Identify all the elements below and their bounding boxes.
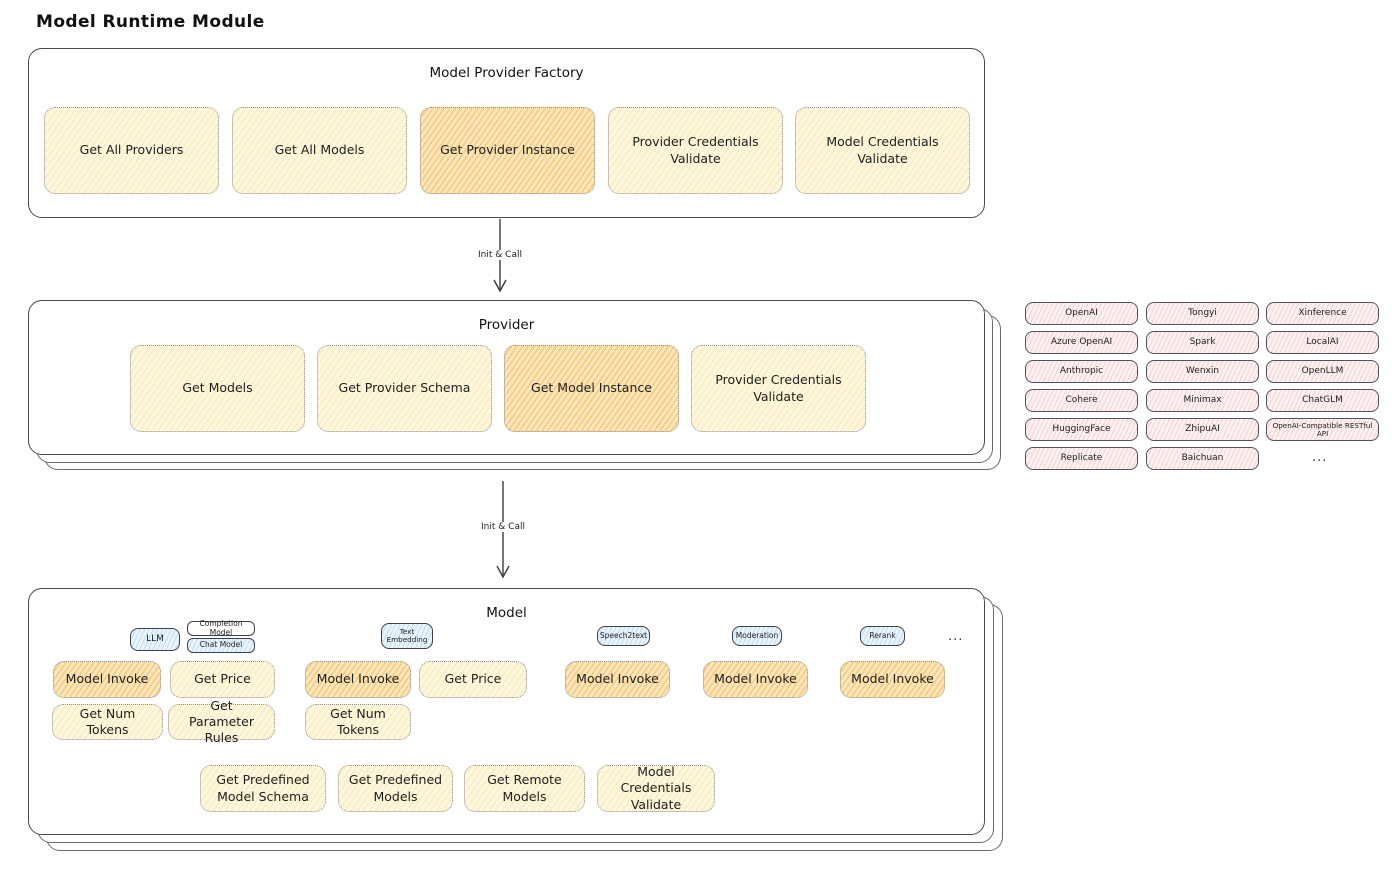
node-get-models: Get Models bbox=[130, 345, 305, 432]
provider-item-baichuan: Baichuan bbox=[1146, 447, 1259, 470]
node-get-price-llm: Get Price bbox=[170, 661, 275, 698]
provider-item-zhipuai: ZhipuAI bbox=[1146, 418, 1259, 441]
node-provider-credentials-validate-provider: Provider Credentials Validate bbox=[691, 345, 866, 432]
provider-item-xinference: Xinference bbox=[1266, 302, 1379, 325]
provider-item-openai-compatible-restful-api: OpenAI-Compatible RESTful API bbox=[1266, 418, 1379, 441]
provider-item-tongyi: Tongyi bbox=[1146, 302, 1259, 325]
tab-text-embedding: Text Embedding bbox=[381, 623, 433, 649]
tab-completion-model: Completion Model bbox=[187, 620, 255, 636]
provider-item-wenxin: Wenxin bbox=[1146, 360, 1259, 383]
node-get-num-tokens-llm: Get Num Tokens bbox=[52, 704, 163, 740]
node-model-invoke-text-embedding: Model Invoke bbox=[305, 661, 411, 698]
provider-item-openai: OpenAI bbox=[1025, 302, 1138, 325]
node-model-invoke-speech2text: Model Invoke bbox=[565, 661, 670, 698]
node-get-provider-instance: Get Provider Instance bbox=[420, 107, 595, 194]
tab-llm: LLM bbox=[130, 628, 180, 651]
node-model-invoke-llm: Model Invoke bbox=[53, 661, 161, 698]
provider-title: Provider bbox=[478, 317, 535, 333]
tabs-more: ... bbox=[948, 629, 964, 644]
provider-item-openllm: OpenLLM bbox=[1266, 360, 1379, 383]
provider-item-chatglm: ChatGLM bbox=[1266, 389, 1379, 412]
factory-title: Model Provider Factory bbox=[429, 65, 584, 81]
node-get-predefined-model-schema: Get Predefined Model Schema bbox=[200, 765, 326, 812]
node-get-parameter-rules: Get Parameter Rules bbox=[168, 698, 275, 745]
node-get-price-text-embedding: Get Price bbox=[419, 661, 527, 698]
provider-item-huggingface: HuggingFace bbox=[1025, 418, 1138, 441]
tab-speech2text: Speech2text bbox=[597, 626, 650, 646]
node-get-remote-models: Get Remote Models bbox=[464, 765, 585, 812]
node-get-all-models: Get All Models bbox=[232, 107, 407, 194]
provider-item-azure-openai: Azure OpenAI bbox=[1025, 331, 1138, 354]
provider-list-more: ... bbox=[1312, 450, 1328, 465]
tab-chat-model: Chat Model bbox=[187, 638, 255, 653]
provider-item-anthropic: Anthropic bbox=[1025, 360, 1138, 383]
node-model-invoke-moderation: Model Invoke bbox=[703, 661, 808, 698]
provider-item-cohere: Cohere bbox=[1025, 389, 1138, 412]
tab-rerank: Rerank bbox=[860, 626, 905, 646]
node-get-provider-schema: Get Provider Schema bbox=[317, 345, 492, 432]
node-get-num-tokens-text-embedding: Get Num Tokens bbox=[305, 704, 411, 740]
provider-item-minimax: Minimax bbox=[1146, 389, 1259, 412]
init-call-label-1: Init & Call bbox=[471, 250, 529, 260]
provider-item-localai: LocalAI bbox=[1266, 331, 1379, 354]
node-get-model-instance: Get Model Instance bbox=[504, 345, 679, 432]
node-model-credentials-validate-factory: Model Credentials Validate bbox=[795, 107, 970, 194]
model-title: Model bbox=[486, 605, 527, 621]
provider-item-spark: Spark bbox=[1146, 331, 1259, 354]
provider-item-replicate: Replicate bbox=[1025, 447, 1138, 470]
init-call-arrow-2 bbox=[491, 481, 515, 583]
node-model-credentials-validate-model: Model Credentials Validate bbox=[597, 764, 715, 812]
page-title: Model Runtime Module bbox=[36, 12, 265, 32]
node-get-predefined-models: Get Predefined Models bbox=[338, 765, 453, 812]
tab-moderation: Moderation bbox=[732, 626, 782, 646]
node-provider-credentials-validate-factory: Provider Credentials Validate bbox=[608, 107, 783, 194]
node-model-invoke-rerank: Model Invoke bbox=[840, 661, 945, 698]
node-get-all-providers: Get All Providers bbox=[44, 107, 219, 194]
init-call-label-2: Init & Call bbox=[474, 522, 532, 532]
